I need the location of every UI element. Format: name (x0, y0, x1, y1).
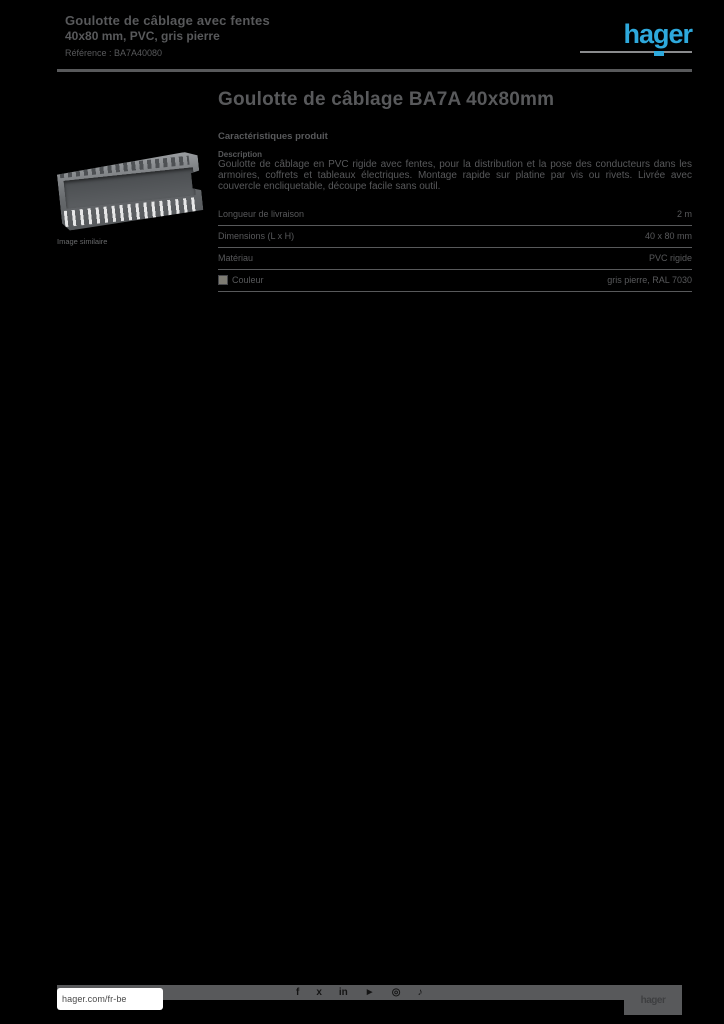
logo-blue-notch (654, 51, 664, 56)
footer-bar (57, 985, 682, 1000)
image-caption: Image similaire (57, 237, 108, 246)
header-product-name: Goulotte de câblage avec fentes (65, 13, 270, 28)
header-divider (57, 69, 692, 72)
header-product-subname: 40x80 mm, PVC, gris pierre (65, 29, 220, 43)
spec-label-text: Couleur (232, 275, 264, 285)
table-row: Matériau PVC rigide (218, 248, 692, 270)
product-image (57, 152, 205, 236)
instagram-icon[interactable]: ◎ (391, 987, 401, 998)
twitter-icon[interactable]: x (316, 987, 322, 998)
logo-underline (580, 51, 692, 56)
spec-label: Matériau (218, 253, 254, 263)
description-paragraph: Goulotte de câblage en PVC rigide avec f… (218, 159, 692, 192)
footer-logo-text: hager (640, 994, 666, 1006)
table-row: Dimensions (L x H) 40 x 80 mm (218, 226, 692, 248)
website-link[interactable]: hager.com/fr-be (57, 988, 163, 1010)
youtube-icon[interactable]: ► (364, 987, 375, 998)
tiktok-icon[interactable]: ♪ (417, 987, 423, 998)
spec-label: Dimensions (L x H) (218, 231, 295, 241)
website-url: hager.com/fr-be (62, 994, 127, 1004)
linkedin-icon[interactable]: in (338, 987, 348, 998)
color-swatch (218, 275, 228, 285)
table-row: Couleur gris pierre, RAL 7030 (218, 270, 692, 292)
spec-table: Longueur de livraison 2 m Dimensions (L … (218, 204, 692, 292)
spec-value: 40 x 80 mm (644, 231, 692, 241)
facebook-icon[interactable]: f (296, 987, 300, 998)
hager-logo: hager (580, 19, 693, 56)
cable-duct-illustration (56, 151, 204, 231)
spec-label: Couleur (218, 275, 264, 285)
spec-value: PVC rigide (648, 253, 692, 263)
footer-logo-tab: hager (624, 985, 682, 1015)
spec-value: 2 m (676, 209, 692, 219)
description-label: Description (218, 150, 263, 159)
page-title: Goulotte de câblage BA7A 40x80mm (218, 89, 555, 110)
header-product-block: Goulotte de câblage avec fentes 40x80 mm… (65, 13, 345, 59)
table-row: Longueur de livraison 2 m (218, 204, 692, 226)
section-subtitle: Caractéristiques produit (218, 131, 328, 142)
hager-wordmark: hager (623, 19, 693, 49)
social-icons: f x in ► ◎ ♪ (296, 986, 422, 999)
spec-value: gris pierre, RAL 7030 (607, 275, 692, 285)
header-reference: Référence : BA7A40080 (65, 48, 163, 58)
spec-label: Longueur de livraison (218, 209, 305, 219)
